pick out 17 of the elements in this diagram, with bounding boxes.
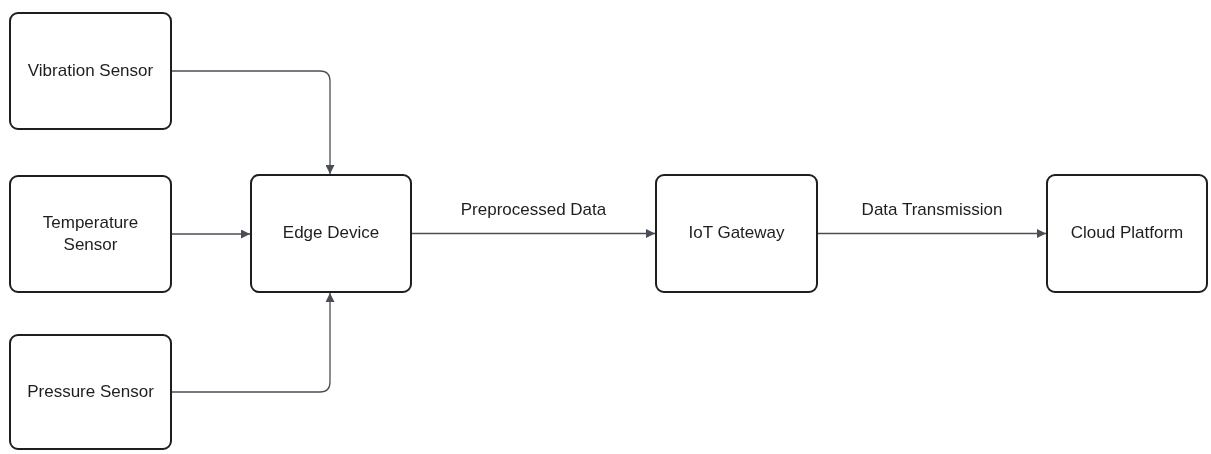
node-label: IoT Gateway: [687, 222, 786, 245]
arrow: [817, 229, 1047, 238]
process-box: [655, 174, 818, 293]
node-label: Cloud Platform: [1069, 222, 1185, 245]
node-label: Temperature Sensor: [41, 211, 140, 256]
node-label: Edge Device: [281, 222, 381, 245]
process-box: [1046, 174, 1208, 293]
process-box: [9, 175, 172, 293]
arrow: [171, 70, 335, 175]
process-box: [250, 174, 412, 293]
node-label: Pressure Sensor: [26, 380, 155, 403]
node-label: Vibration Sensor: [26, 59, 155, 82]
process-box: [9, 12, 172, 130]
process-box: [9, 334, 172, 450]
arrow: [171, 292, 335, 393]
arrow: [171, 229, 251, 239]
arrow: [411, 229, 656, 238]
